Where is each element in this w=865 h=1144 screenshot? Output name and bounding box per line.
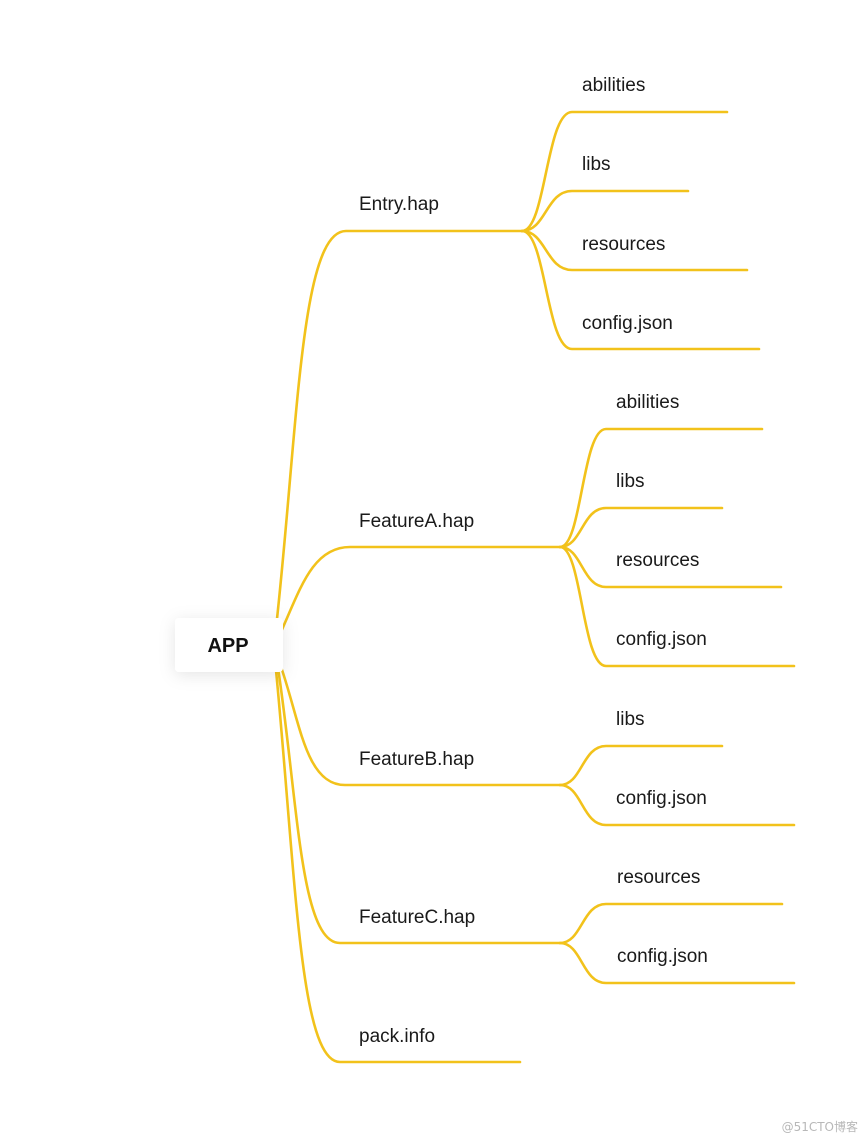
connector-entry xyxy=(274,229,524,630)
leaf-label[interactable]: config.json xyxy=(617,946,708,967)
connector-feature-a-config xyxy=(558,545,796,668)
connector-feature-a-resources xyxy=(558,545,783,589)
leaf-labels-feature-b: libs config.json xyxy=(616,709,707,809)
leaf-labels-entry: abilities libs resources config.json xyxy=(582,75,673,334)
connector-feature-b xyxy=(278,662,562,787)
connector-entry-resources xyxy=(520,229,749,272)
connector-feature-c-config xyxy=(558,941,796,985)
leaf-label[interactable]: config.json xyxy=(582,313,673,334)
connector-feature-b-config xyxy=(558,783,796,827)
leaf-label[interactable]: config.json xyxy=(616,788,707,809)
connector-feature-a-libs xyxy=(558,506,724,549)
leaf-label[interactable]: abilities xyxy=(616,392,679,413)
connector-feature-c xyxy=(276,666,562,945)
leaf-labels-feature-c: resources config.json xyxy=(617,867,708,967)
leaf-connectors xyxy=(520,110,796,985)
leaf-label[interactable]: abilities xyxy=(582,75,645,96)
branch-label-feature-a[interactable]: FeatureA.hap xyxy=(359,511,474,532)
root-node[interactable]: APP xyxy=(175,618,283,672)
connector-feature-a-abilities xyxy=(558,427,764,549)
branch-labels: Entry.hap FeatureA.hap FeatureB.hap Feat… xyxy=(359,194,475,1047)
branch-label-pack-info[interactable]: pack.info xyxy=(359,1026,435,1047)
root-node-label: APP xyxy=(207,635,248,657)
leaf-label[interactable]: resources xyxy=(616,550,699,571)
branch-label-entry[interactable]: Entry.hap xyxy=(359,194,439,215)
root-node-box xyxy=(175,618,283,672)
connector-feature-a xyxy=(278,545,562,636)
connector-entry-config xyxy=(520,229,761,351)
connector-feature-c-resources xyxy=(558,902,784,945)
leaf-label[interactable]: resources xyxy=(582,234,665,255)
leaf-label[interactable]: resources xyxy=(617,867,700,888)
connector-entry-libs xyxy=(520,189,690,233)
leaf-label[interactable]: libs xyxy=(616,471,645,492)
watermark: @51CTO博客 xyxy=(782,1119,858,1134)
leaf-label[interactable]: libs xyxy=(582,154,611,175)
branch-label-feature-b[interactable]: FeatureB.hap xyxy=(359,749,474,770)
connector-entry-abilities xyxy=(520,110,729,233)
connector-feature-b-libs xyxy=(558,744,724,787)
leaf-label[interactable]: libs xyxy=(616,709,645,730)
leaf-label[interactable]: config.json xyxy=(616,629,707,650)
leaf-labels-feature-a: abilities libs resources config.json xyxy=(616,392,707,650)
connector-pack-info xyxy=(274,668,522,1064)
root-connectors xyxy=(274,229,562,1064)
branch-label-feature-c[interactable]: FeatureC.hap xyxy=(359,907,475,928)
